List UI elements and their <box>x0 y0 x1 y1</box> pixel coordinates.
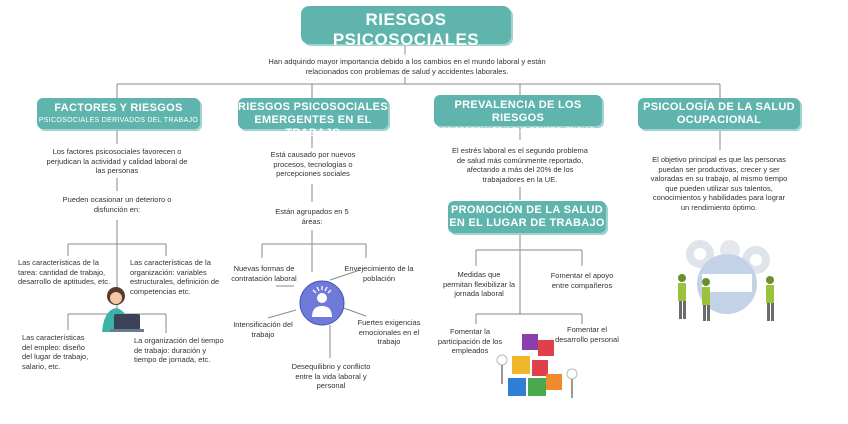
emergentes-area-contratacion: Nuevas formas de contratación laboral <box>231 264 297 283</box>
page-title: RIESGOS PSICOSOCIALES <box>332 10 480 49</box>
promocion-item-apoyo: Fomentar el apoyo entre compañeros <box>550 271 614 290</box>
prevalencia-description: El estrés laboral es el segundo problema… <box>452 146 588 184</box>
emergentes-area-desequilibrio: Desequilibrio y conflicto entre la vida … <box>291 362 371 390</box>
emergentes-description: Está causado por nuevos procesos, tecnol… <box>270 150 356 178</box>
intro-text: Han adquirido mayor importancia debido a… <box>268 57 546 76</box>
psicologia-description: El objetivo principal es que las persona… <box>650 155 788 212</box>
factores-pueden: Pueden ocasionar un deterioro o disfunci… <box>62 195 172 214</box>
branch-factores-title: FACTORES Y RIESGOS <box>54 102 183 114</box>
worker-laptop-illustration <box>102 287 144 332</box>
factores-item-tarea: Las características de la tarea: cantida… <box>18 258 111 286</box>
promocion-title: PROMOCIÓN DE LA SALUD EN EL LUGAR DE TRA… <box>449 204 605 229</box>
promocion-item-participacion: Fomentar la participación de los emplead… <box>437 327 503 355</box>
factores-item-organizacion: Las características de la organización: … <box>130 258 220 296</box>
stressed-person-icon <box>299 280 345 326</box>
branch-prevalencia: PREVALENCIA DE LOS RIESGOS PSICOSOCIALES… <box>434 95 602 134</box>
factores-description: Los factores psicosociales favorecen o p… <box>46 147 188 175</box>
emergentes-agrupados: Están agrupados en 5 áreas: <box>275 207 349 226</box>
main-title-box: RIESGOS PSICOSOCIALES EN EL TRABAJO Y SA… <box>301 6 511 59</box>
emergentes-area-envejecimiento: Envejecimiento de la población <box>344 264 414 283</box>
promocion-box: PROMOCIÓN DE LA SALUD EN EL LUGAR DE TRA… <box>448 201 606 233</box>
promocion-item-desarrollo: Fomentar el desarrollo personal <box>555 325 619 344</box>
factores-item-empleo: Las características del empleo: diseño d… <box>22 333 89 371</box>
branch-factores: FACTORES Y RIESGOS PSICOSOCIALES DERIVAD… <box>37 98 200 129</box>
branch-psicologia-title: PSICOLOGÍA DE LA SALUD OCUPACIONAL <box>643 101 795 126</box>
promocion-item-flexibilizar: Medidas que permitan flexibilizar la jor… <box>442 270 516 298</box>
branch-prevalencia-title: PREVALENCIA DE LOS RIESGOS <box>454 99 582 124</box>
page-subtitle: EN EL TRABAJO Y SALUD OCUPACIONAL <box>327 50 485 59</box>
branch-prevalencia-subtitle: PSICOSOCIALES Y SUS CONSECUENCIAS <box>441 127 595 134</box>
puzzle-teamwork-illustration <box>496 334 578 398</box>
branch-emergentes: RIESGOS PSICOSOCIALES EMERGENTES EN EL T… <box>238 98 388 139</box>
factores-item-tiempo: La organización del tiempo de trabajo: d… <box>134 336 224 364</box>
branch-psicologia: PSICOLOGÍA DE LA SALUD OCUPACIONAL <box>638 98 800 129</box>
emergentes-area-exigencias: Fuertes exigencias emocionales en el tra… <box>357 318 421 346</box>
emergentes-area-intensificacion: Intensificación del trabajo <box>233 320 293 339</box>
branch-factores-subtitle: PSICOSOCIALES DERIVADOS DEL TRABAJO <box>38 117 199 124</box>
gears-workers-illustration <box>678 240 774 321</box>
branch-emergentes-title: RIESGOS PSICOSOCIALES EMERGENTES EN EL T… <box>238 101 388 139</box>
